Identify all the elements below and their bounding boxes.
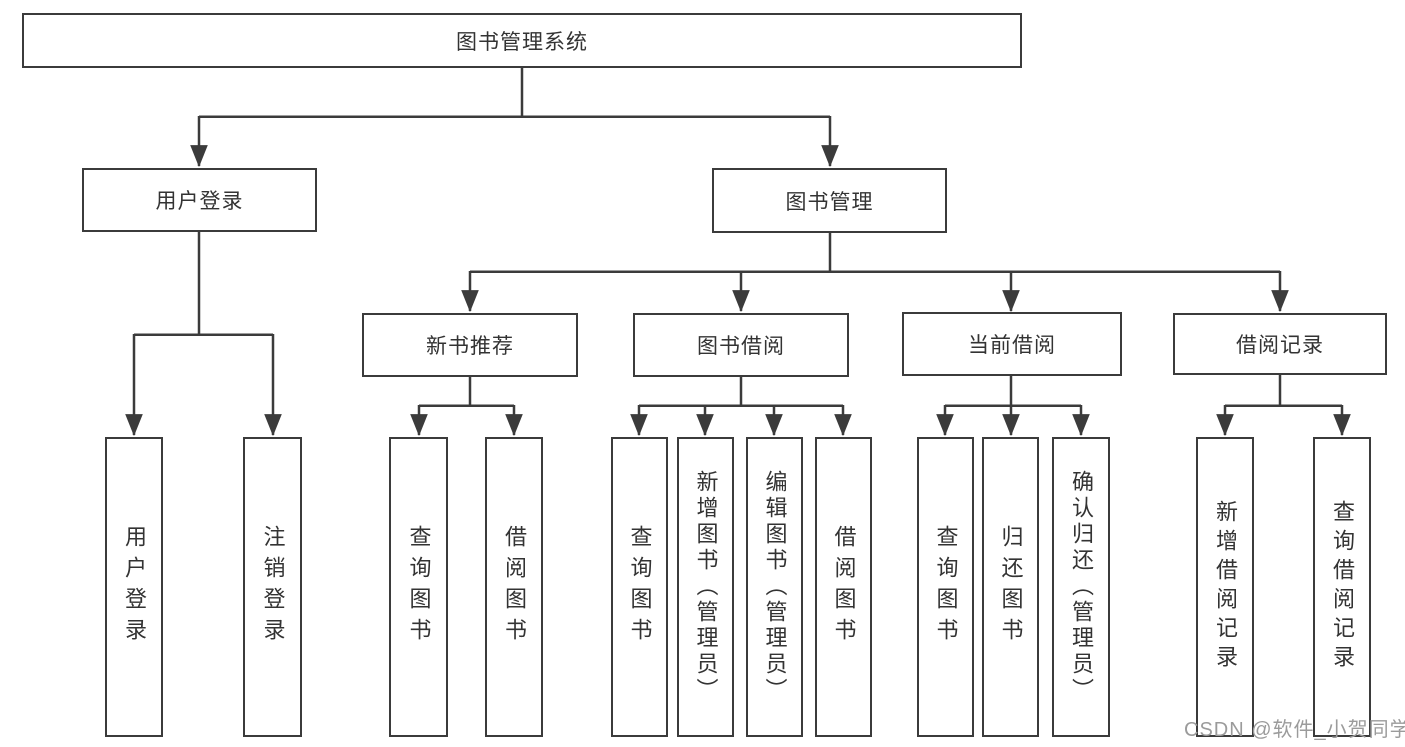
node-library-management-system: 图书管理系统 [22, 13, 1022, 68]
node-borrow-books-recommend: 借阅图书 [485, 437, 543, 737]
node-user-login-label: 用户登录 [155, 190, 244, 213]
node-logout: 注销登录 [243, 437, 302, 737]
node-query-books-current: 查询图书 [917, 437, 974, 737]
node-borrow-books-borrowing-label: 借阅图书 [831, 525, 857, 649]
node-user-login-leaf: 用户登录 [105, 437, 163, 737]
node-borrow-books-borrowing: 借阅图书 [815, 437, 872, 737]
node-book-management: 图书管理 [712, 168, 947, 233]
node-confirm-return-admin: 确认归还（管理员） [1052, 437, 1110, 737]
node-add-borrow-record-label: 新增借阅记录 [1213, 500, 1238, 674]
node-logout-label: 注销登录 [260, 525, 286, 649]
node-query-books-recommend-label: 查询图书 [406, 525, 432, 649]
node-query-books-current-label: 查询图书 [933, 525, 959, 649]
node-library-management-system-label: 图书管理系统 [456, 30, 588, 54]
node-edit-books-admin-label: 编辑图书（管理员） [762, 470, 788, 704]
node-book-management-label: 图书管理 [785, 190, 874, 214]
node-book-borrowing: 图书借阅 [633, 313, 849, 377]
node-user-login-leaf-label: 用户登录 [122, 525, 147, 649]
node-book-borrowing-label: 图书借阅 [697, 335, 785, 358]
node-borrow-books-recommend-label: 借阅图书 [502, 525, 527, 649]
node-confirm-return-admin-label: 确认归还（管理员） [1069, 470, 1094, 704]
node-query-borrow-record: 查询借阅记录 [1313, 437, 1371, 737]
node-add-books-admin: 新增图书（管理员） [677, 437, 734, 737]
node-borrowing-records-label: 借阅记录 [1236, 334, 1324, 357]
node-query-books-borrowing-label: 查询图书 [627, 525, 653, 649]
node-return-books: 归还图书 [982, 437, 1039, 737]
node-borrowing-records: 借阅记录 [1173, 313, 1387, 375]
node-new-book-recommendation: 新书推荐 [362, 313, 578, 377]
node-query-books-recommend: 查询图书 [389, 437, 448, 737]
node-query-borrow-record-label: 查询借阅记录 [1330, 500, 1355, 674]
node-current-borrowing: 当前借阅 [902, 312, 1122, 376]
node-new-book-recommendation-label: 新书推荐 [426, 335, 514, 358]
node-add-books-admin-label: 新增图书（管理员） [693, 470, 719, 704]
node-user-login: 用户登录 [82, 168, 317, 232]
node-current-borrowing-label: 当前借阅 [968, 334, 1056, 357]
csdn-watermark: CSDN @软件_小贺同学 [1184, 719, 1405, 741]
node-edit-books-admin: 编辑图书（管理员） [746, 437, 803, 737]
node-return-books-label: 归还图书 [998, 525, 1024, 649]
node-query-books-borrowing: 查询图书 [611, 437, 668, 737]
node-add-borrow-record: 新增借阅记录 [1196, 437, 1254, 737]
